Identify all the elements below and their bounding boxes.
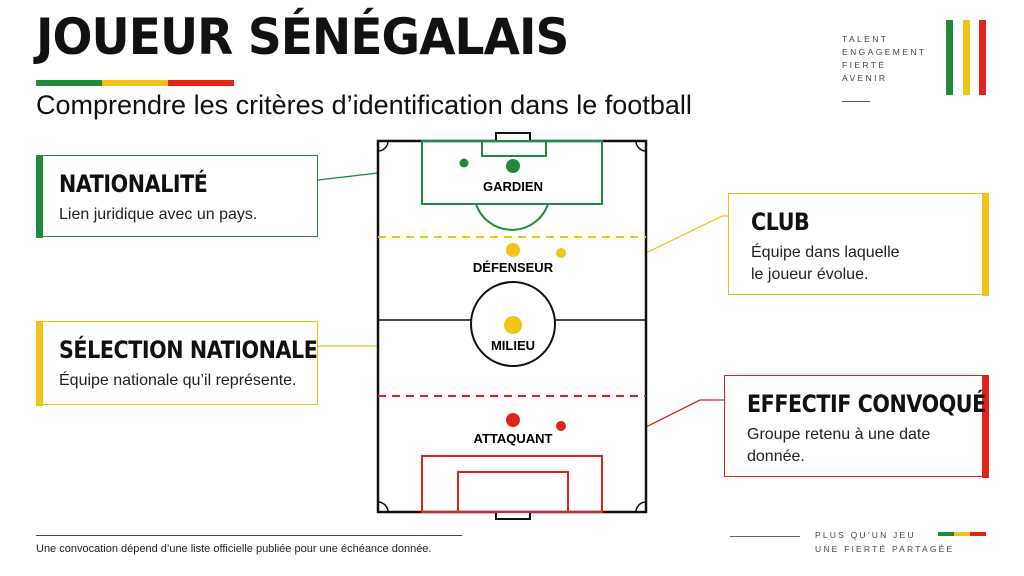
- attacker-marker: [506, 413, 520, 427]
- goalkeeper-marker: [506, 159, 520, 173]
- top-goal-area: [481, 140, 547, 157]
- squad-card-text-line: donnée.: [747, 448, 805, 465]
- values-divider: [842, 101, 870, 102]
- nationality-card-title: NATIONALITÉ: [59, 170, 208, 198]
- squad-card-title: EFFECTIF CONVOQUÉ: [747, 390, 986, 418]
- club-card-title: CLUB: [751, 208, 810, 236]
- goal-bottom: [495, 511, 531, 520]
- value-item: ENGAGEMENT: [842, 47, 927, 57]
- bottom-goal-area: [457, 471, 569, 513]
- page-title: JOUEUR SÉNÉGALAIS: [36, 8, 569, 66]
- connector-dot-club: [556, 248, 566, 258]
- flag-stripes: [946, 20, 986, 95]
- national-team-card: SÉLECTION NATIONALE Équipe nationale qu’…: [35, 320, 318, 406]
- midfielder-marker: [504, 316, 522, 334]
- goalkeeper-label: GARDIEN: [483, 179, 543, 194]
- midfielder-label: MILIEU: [491, 338, 535, 353]
- club-card-text: Équipe dans laquelle le joueur évolue.: [751, 242, 973, 286]
- card-accent: [981, 374, 989, 478]
- top-penalty-arc: [475, 203, 549, 231]
- tagline: PLUS QU’UN JEU UNE FIERTÉ PARTAGÉE: [815, 528, 954, 556]
- card-accent: [35, 320, 43, 406]
- card-accent: [981, 192, 989, 296]
- club-card-text-line: Équipe dans laquelle: [751, 244, 900, 261]
- footer-divider: [36, 535, 462, 536]
- value-item: TALENT: [842, 34, 889, 44]
- goal-top: [495, 132, 531, 142]
- flag-color-bar: [36, 80, 234, 86]
- connector-dot-nationality: [459, 158, 469, 168]
- nationality-card: NATIONALITÉ Lien juridique avec un pays.: [35, 154, 318, 238]
- values-list: TALENT ENGAGEMENT FIERTÉ AVENIR: [842, 33, 926, 85]
- tagline-divider: [730, 536, 800, 537]
- tagline-line: PLUS QU’UN JEU: [815, 530, 916, 540]
- club-card-text-line: le joueur évolue.: [751, 266, 869, 283]
- attacker-label: ATTAQUANT: [474, 431, 553, 446]
- national-team-card-text: Équipe nationale qu’il représente.: [59, 372, 297, 389]
- tagline-line: UNE FIERTÉ PARTAGÉE: [815, 544, 955, 554]
- connector-dot-squad: [556, 421, 566, 431]
- squad-card-text: Groupe retenu à une date donnée.: [747, 424, 973, 468]
- national-team-card-title: SÉLECTION NATIONALE: [59, 336, 318, 364]
- value-item: FIERTÉ: [842, 60, 887, 70]
- squad-card-text-line: Groupe retenu à une date: [747, 426, 931, 443]
- squad-card: EFFECTIF CONVOQUÉ Groupe retenu à une da…: [724, 374, 989, 478]
- card-accent: [35, 154, 43, 238]
- nationality-card-text: Lien juridique avec un pays.: [59, 206, 258, 223]
- value-item: AVENIR: [842, 73, 888, 83]
- defender-marker: [506, 243, 520, 257]
- mini-flag-bar: [938, 532, 986, 536]
- defender-label: DÉFENSEUR: [473, 260, 554, 275]
- club-card: CLUB Équipe dans laquelle le joueur évol…: [728, 192, 989, 296]
- footer-note: Une convocation dépend d’une liste offic…: [36, 543, 432, 555]
- page-subtitle: Comprendre les critères d’identification…: [36, 90, 692, 120]
